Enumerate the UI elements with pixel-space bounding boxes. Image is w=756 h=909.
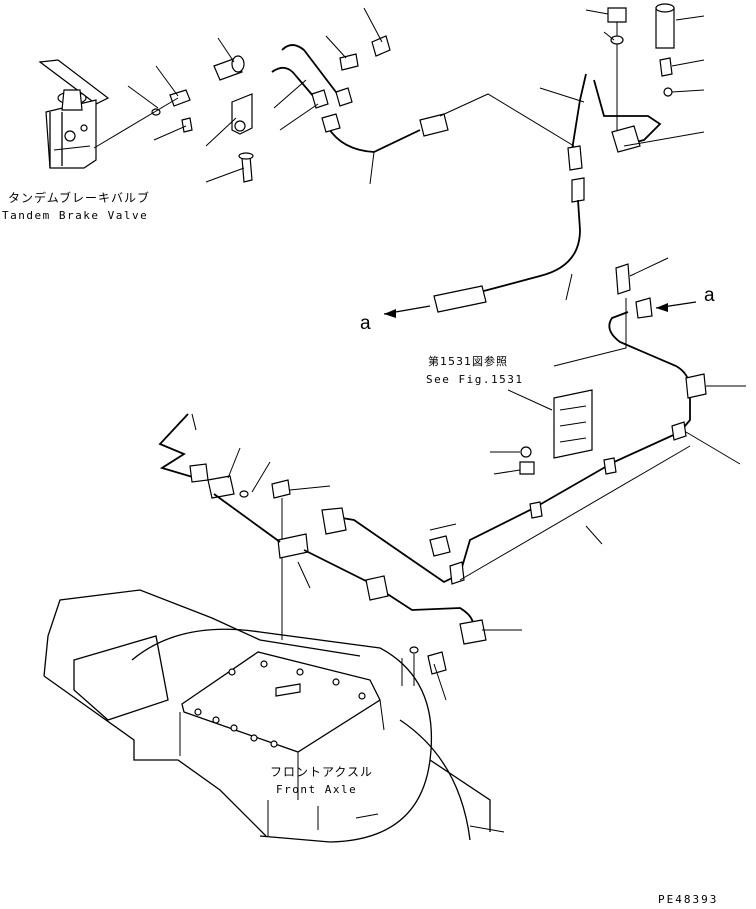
brake-hose-to-a <box>383 177 585 318</box>
front-axle <box>43 589 505 843</box>
see-fig-label-jp: 第1531図参照 <box>428 355 508 368</box>
leader-lines <box>93 7 746 701</box>
tandem-valve-label-en: Tandem Brake Valve <box>2 209 149 222</box>
callout-a-left: a <box>360 313 371 334</box>
front-axle-label-jp: フロントアクスル <box>270 765 374 779</box>
valve-fittings <box>151 35 391 183</box>
see-fig-label-en: See Fig.1531 <box>426 373 524 386</box>
right-piping <box>321 263 707 585</box>
front-axle-label-en: Front Axle <box>276 783 358 796</box>
drawing-code: PE48393 <box>658 893 719 906</box>
callout-a-right: a <box>704 285 715 306</box>
left-middle-pipes <box>158 413 487 675</box>
tandem-valve-label-jp: タンデムブレーキバルブ <box>8 191 151 205</box>
tandem-brake-valve <box>38 59 110 169</box>
upper-right-assembly <box>567 3 675 171</box>
bracket-see-fig <box>519 298 627 475</box>
brake-hose-upper <box>321 93 575 153</box>
bent-tube-upper <box>271 44 353 109</box>
